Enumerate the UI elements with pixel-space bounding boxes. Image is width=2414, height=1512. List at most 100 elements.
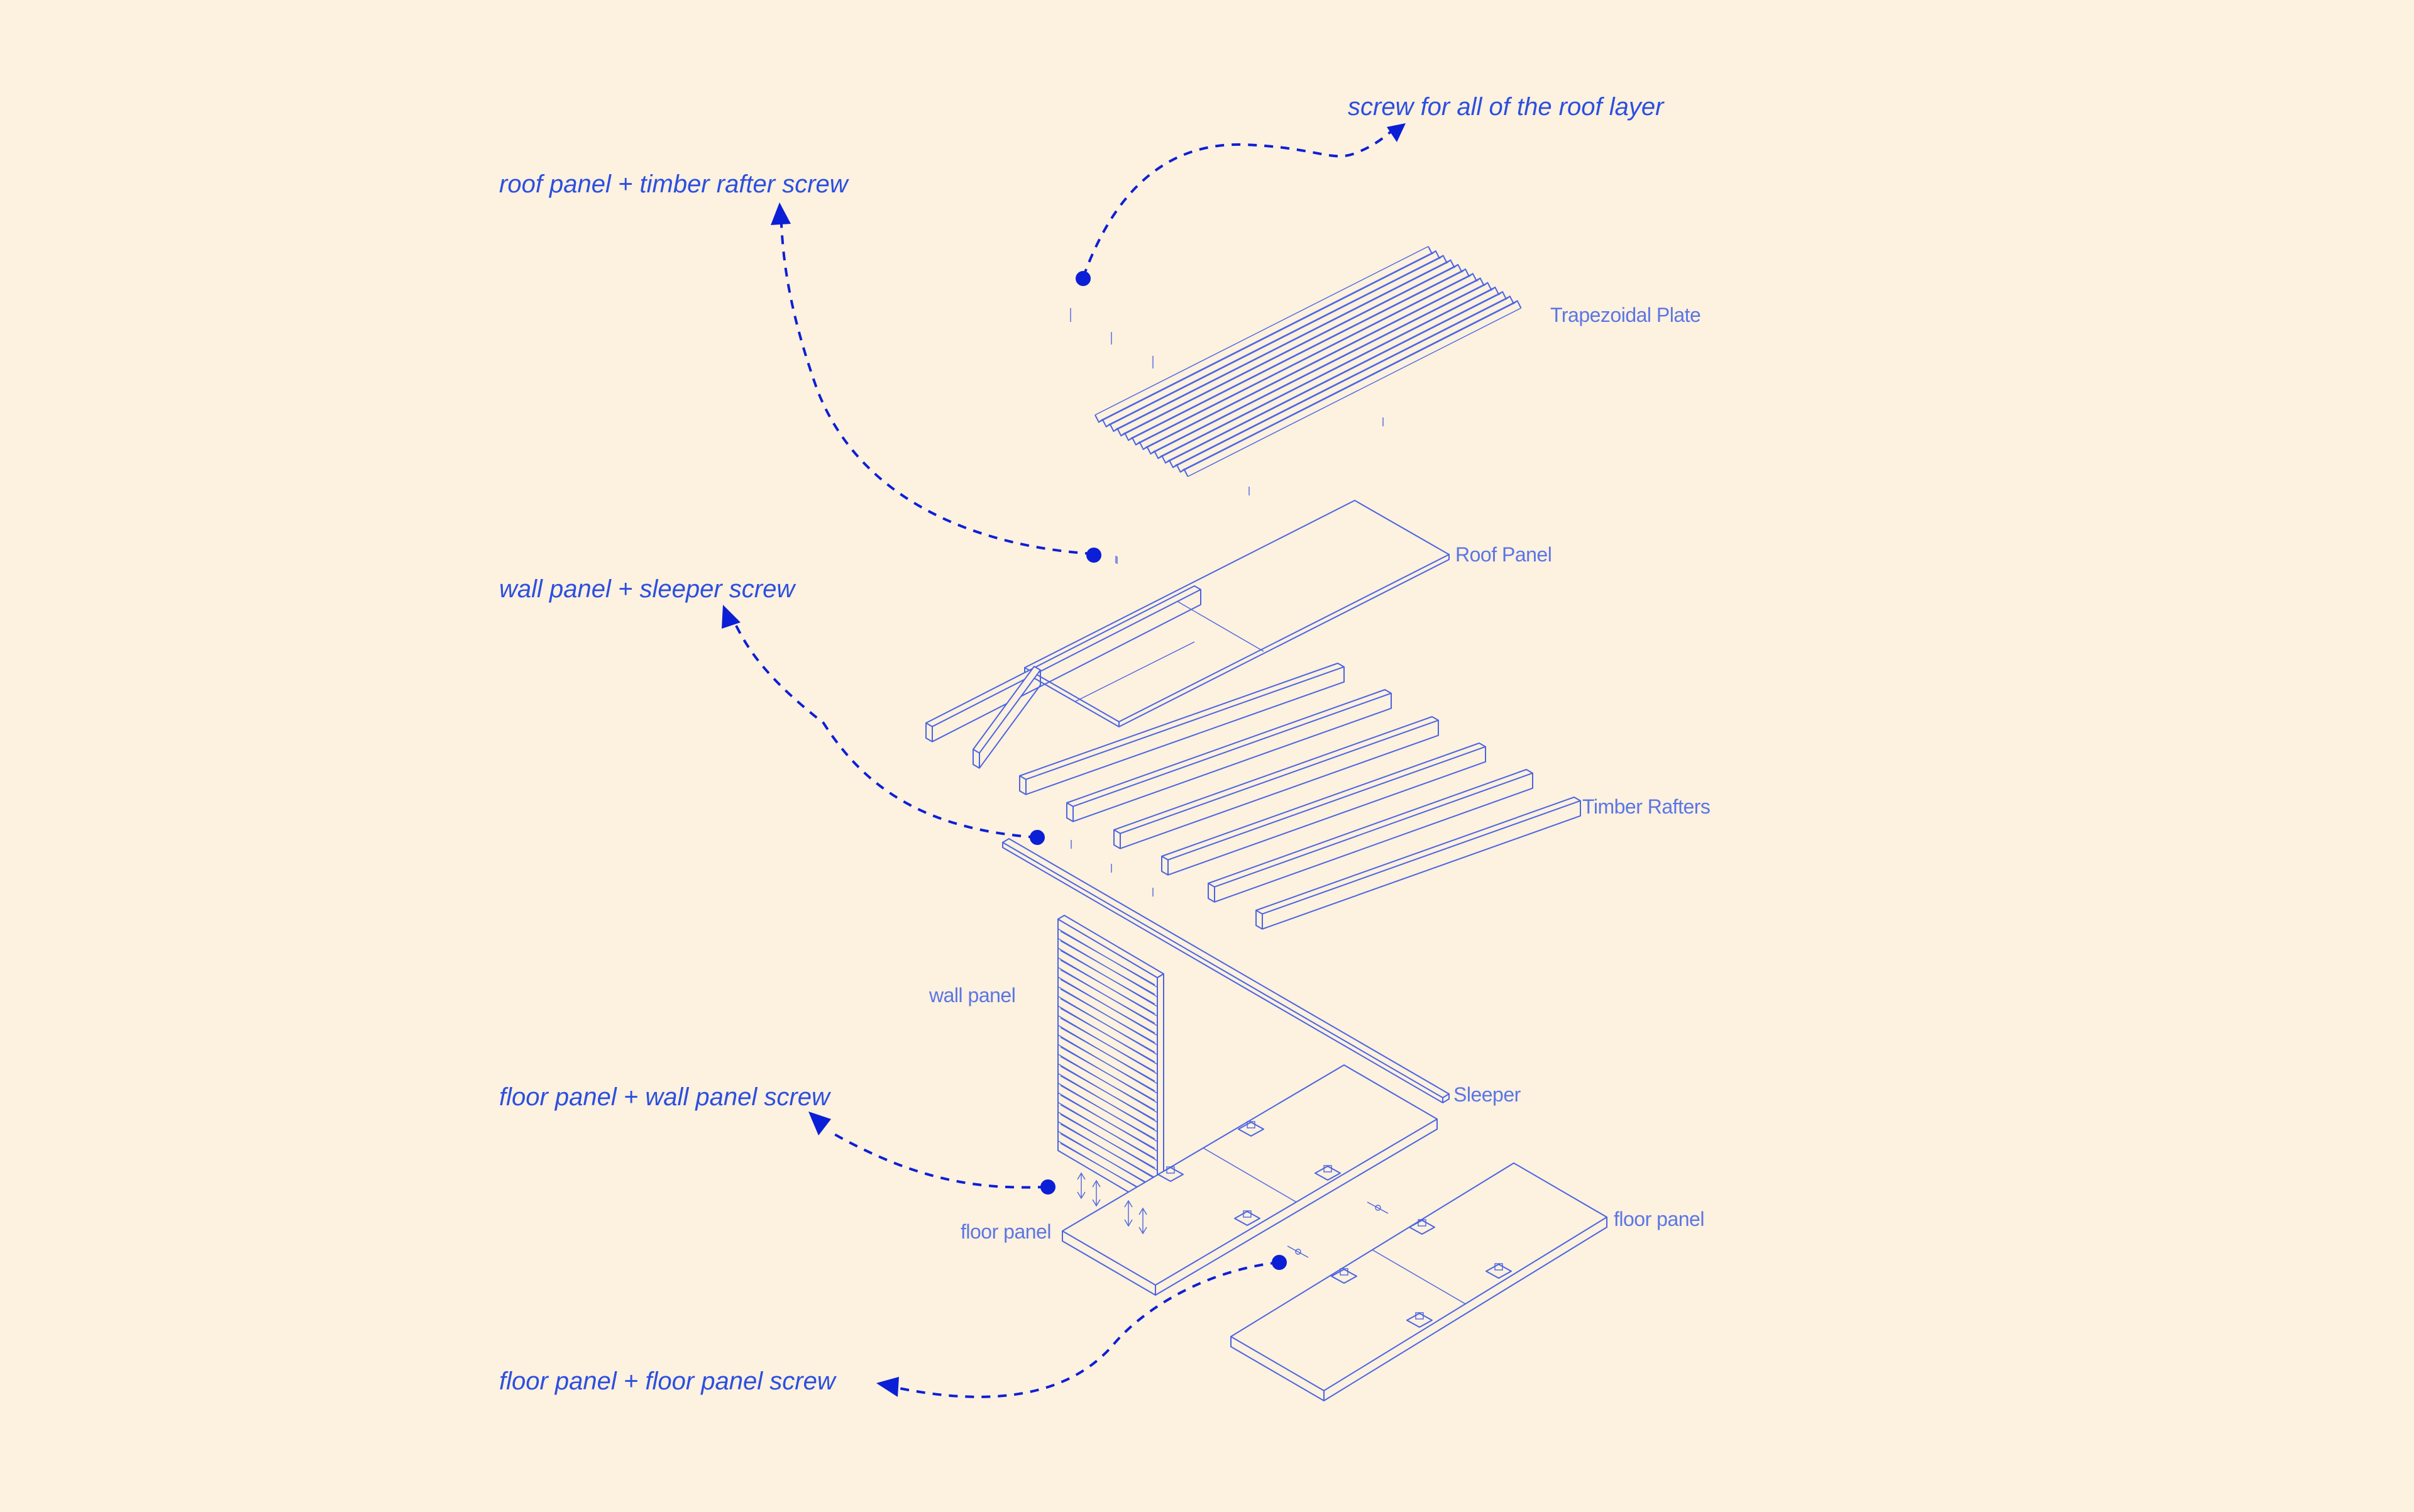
floor-floor-screws [1287, 1201, 1389, 1258]
plate-end-back [1428, 246, 1522, 309]
label-timber-rafters: Timber Rafters [1582, 795, 1710, 818]
arrowhead-roof-panel-rafter [771, 202, 791, 225]
wall-slat-shadow [1060, 1056, 1155, 1111]
plate-rib [1154, 282, 1488, 452]
floor-panel-left [1062, 1064, 1438, 1296]
plate-valley [1180, 303, 1514, 473]
marker-roof-screw [1076, 271, 1091, 286]
wall-slat-shadow [1060, 930, 1155, 985]
plate-rib [1161, 287, 1496, 456]
floor-seam [1203, 1147, 1297, 1203]
plate-valley [1165, 294, 1499, 464]
sleeper-screw-ticks [1071, 556, 1154, 897]
wall-slat-shadow [1060, 988, 1155, 1043]
wall-slat-shadow [1060, 1046, 1155, 1101]
marker-wall-panel-sleeper [1030, 830, 1045, 845]
wall-slat-shadow [1060, 969, 1155, 1024]
roof-panel [1024, 500, 1450, 727]
wall-slat-shadow [1060, 959, 1155, 1014]
wall-slat-shadow [1060, 1123, 1155, 1178]
marker-roof-panel-rafter [1086, 548, 1101, 563]
callout-floor-floor: floor panel + floor panel screw [499, 1367, 837, 1395]
plate-valley [1098, 253, 1433, 423]
wall-slat-shadow [1060, 1133, 1155, 1188]
floor-panel-right [1230, 1162, 1607, 1401]
rafter-side [1113, 720, 1439, 849]
callout-markers [722, 123, 1406, 1397]
plate-rib [1117, 259, 1451, 429]
trapezoidal-plate [1094, 246, 1522, 477]
floor-connector-post [1340, 1268, 1348, 1276]
plate-rib [1169, 291, 1503, 461]
plate-rib [1094, 246, 1429, 416]
plate-valley [1157, 289, 1492, 459]
floor-connector-post [1418, 1219, 1426, 1227]
leader-roof-panel-rafter [780, 213, 1094, 555]
wall-slat-shadow [1060, 979, 1155, 1034]
leader-floor-floor [892, 1261, 1280, 1398]
wall-slat-shadow [1060, 1027, 1155, 1082]
rafter [973, 666, 1041, 754]
rafter-side [1255, 800, 1581, 930]
floor-connector-post [1415, 1312, 1424, 1320]
plate-rib [1184, 300, 1518, 470]
wall-slat-shadow [1060, 1104, 1155, 1159]
floor-seam [1372, 1249, 1466, 1305]
arrowhead-floor-floor [876, 1377, 899, 1397]
wall-slat-shadow [1060, 1085, 1155, 1140]
label-floor-panel-right: floor panel [1614, 1208, 1704, 1230]
label-wall-panel: wall panel [929, 984, 1015, 1007]
wall-top [1057, 915, 1164, 978]
rafter-side [1161, 746, 1486, 876]
label-floor-panel-left: floor panel [961, 1220, 1051, 1243]
leader-wall-panel-sleeper [729, 614, 1038, 839]
arrowhead-wall-panel-sleeper [722, 605, 741, 629]
floor-connector-post [1494, 1263, 1503, 1271]
plate-valley [1128, 271, 1462, 441]
plate-rib [1124, 264, 1458, 434]
plate-rib [1176, 295, 1511, 465]
plate-rib [1139, 273, 1474, 443]
wall-slat-shadow [1060, 941, 1155, 995]
label-sleeper: Sleeper [1453, 1083, 1521, 1106]
wall-panel [1057, 915, 1164, 1210]
sleeper [1002, 838, 1450, 1103]
marker-floor-wall [1040, 1179, 1055, 1195]
marker-floor-floor [1272, 1255, 1287, 1270]
wall-slat-shadow [1060, 1066, 1155, 1120]
plate-valley [1143, 280, 1477, 450]
wall-slat-shadow [1060, 998, 1155, 1053]
plate-valley [1172, 298, 1507, 468]
arrowhead-floor-wall [808, 1112, 831, 1135]
wall-slat-shadow [1060, 950, 1155, 1005]
plate-valley [1120, 267, 1455, 436]
plate-end-front [1094, 414, 1189, 477]
label-roof-panel: Roof Panel [1455, 543, 1551, 566]
callout-wall-panel-sleeper: wall panel + sleeper screw [499, 575, 796, 603]
rafter-side [1208, 773, 1533, 903]
roof-screw-ticks [1070, 308, 1384, 563]
floor-connector-post [1247, 1121, 1255, 1128]
part-labels: Trapezoidal Plate Roof Panel Timber Raft… [929, 304, 1711, 1243]
callout-roof-panel-rafter: roof panel + timber rafter screw [499, 170, 850, 198]
plate-rib [1132, 268, 1466, 438]
floor-wall-screws [1077, 1172, 1147, 1235]
wall-slat-shadow [1060, 1008, 1155, 1062]
wall-slat-shadow [1060, 1037, 1155, 1091]
plate-valley [1188, 307, 1521, 477]
floor-connector-post [1323, 1165, 1332, 1173]
callout-labels: screw for all of the roof layer roof pan… [499, 93, 1665, 1395]
wall-slat-shadow [1060, 1017, 1155, 1072]
plate-valley [1135, 275, 1470, 446]
arrowhead-roof-screw [1387, 123, 1406, 142]
plate-valley [1150, 285, 1484, 455]
wall-slat-shadow [1060, 1095, 1155, 1149]
callout-roof-screw: screw for all of the roof layer [1348, 93, 1665, 121]
wall-slat-shadow [1060, 1075, 1155, 1130]
plate-rib [1110, 255, 1443, 425]
callout-leaders [729, 128, 1396, 1398]
leader-roof-screw [1082, 128, 1396, 278]
floor-connector-post [1243, 1210, 1252, 1218]
timber-rafters [925, 585, 1581, 930]
